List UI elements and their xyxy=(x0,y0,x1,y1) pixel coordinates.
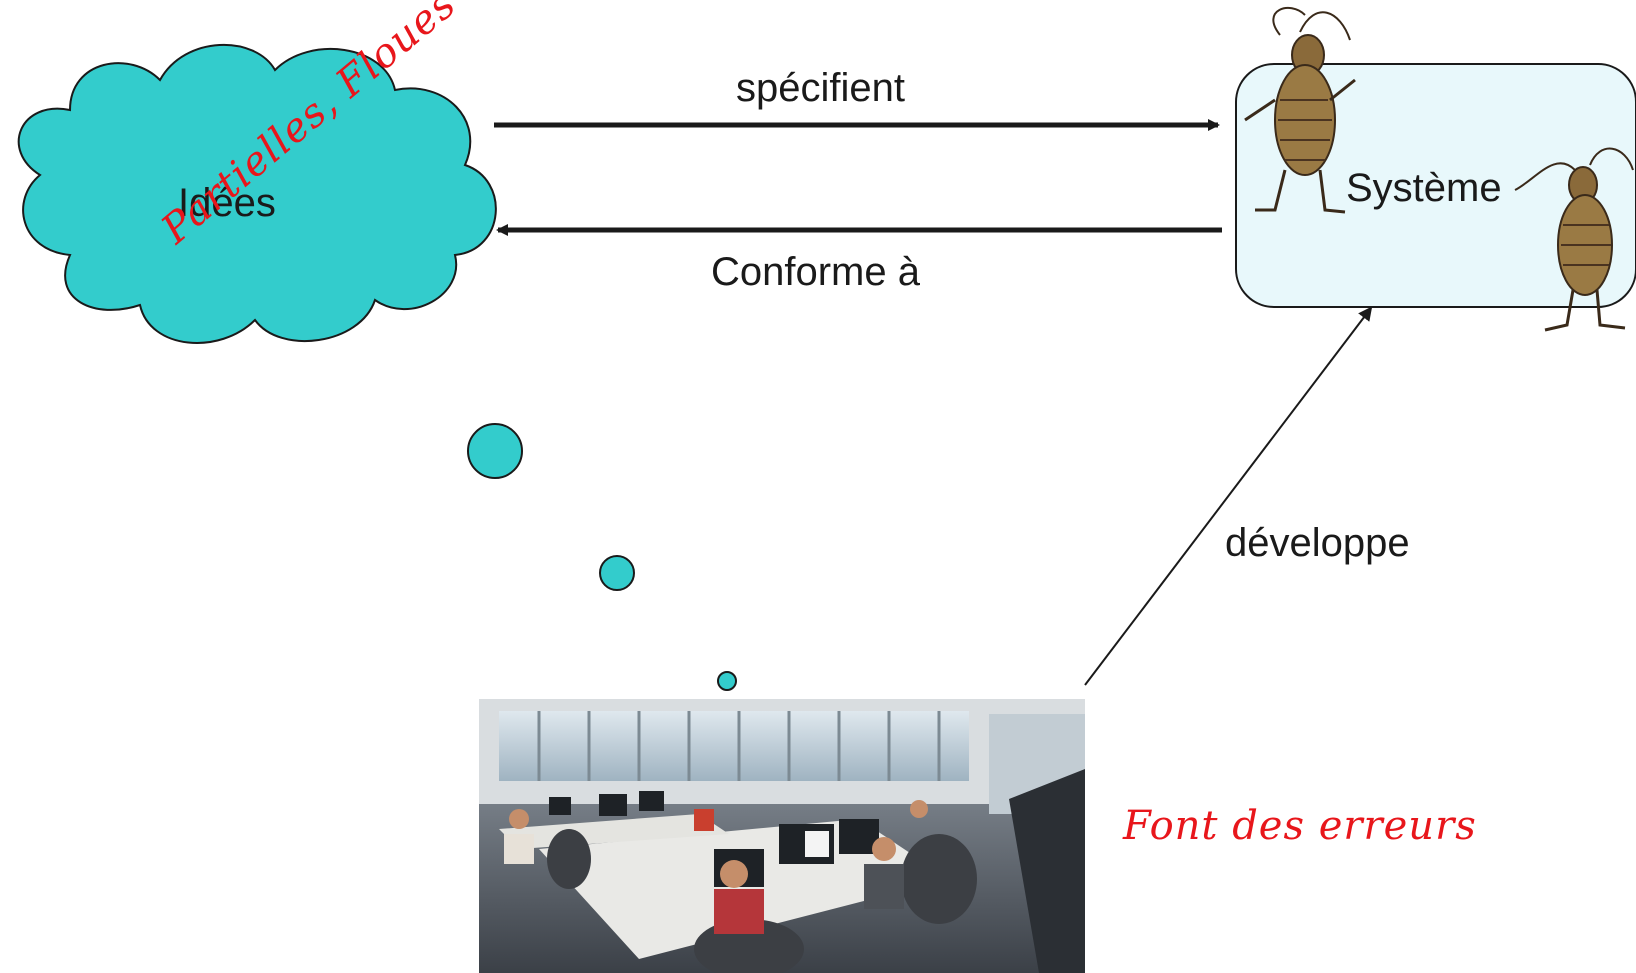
thought-bubble-small xyxy=(717,671,737,691)
arrow-conform-label: Conforme à xyxy=(711,250,920,294)
bug-icon xyxy=(1514,147,1634,332)
office-photo xyxy=(479,699,1085,973)
system-box xyxy=(1235,63,1636,308)
arrow-specify-label: spécifient xyxy=(736,66,905,110)
cloud-title: Idées xyxy=(178,181,276,225)
arrow-develop xyxy=(1084,306,1373,686)
bug-icon xyxy=(1244,6,1356,214)
system-label: Système xyxy=(1346,166,1502,210)
thought-bubble-large xyxy=(467,423,523,479)
ideas-cloud xyxy=(17,43,497,344)
photo-caption: Font des erreurs xyxy=(1123,803,1477,849)
arrow-develop-label: développe xyxy=(1225,521,1410,565)
thought-bubble-medium xyxy=(599,555,635,591)
